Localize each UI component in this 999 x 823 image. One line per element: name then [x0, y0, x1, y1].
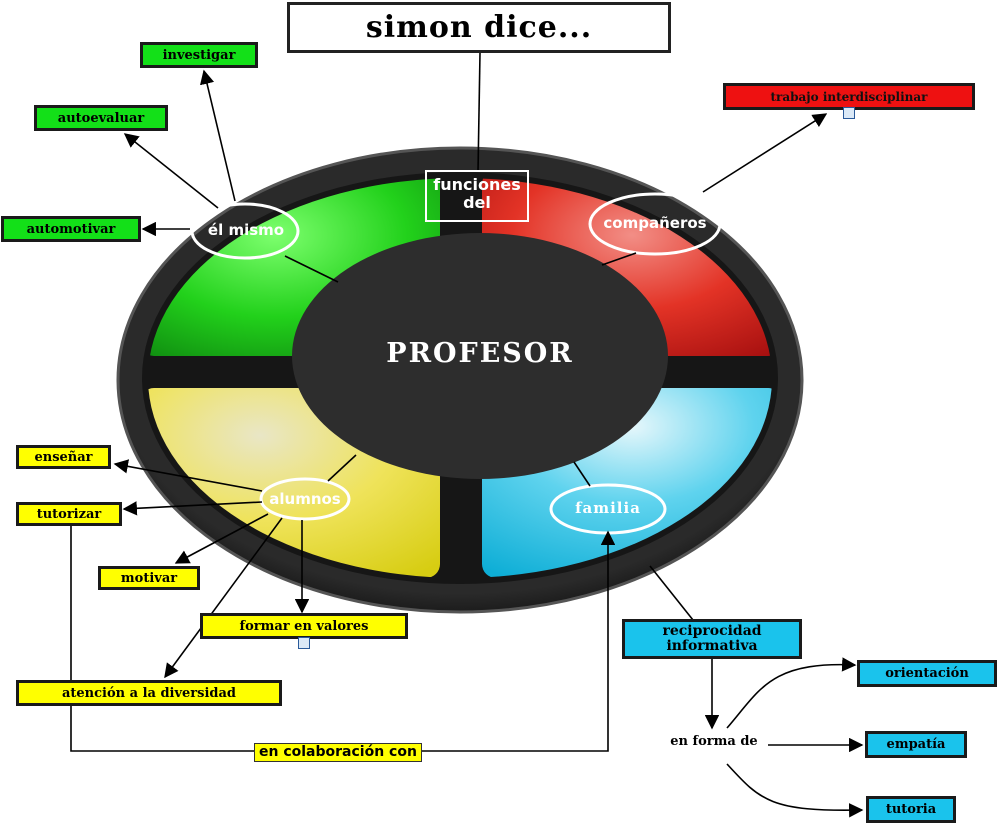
note-icon	[298, 637, 310, 649]
arrow-autoevaluar	[123, 133, 219, 209]
functions-line-1: funciones	[433, 175, 521, 194]
arrow-ensenar	[113, 459, 263, 492]
box-tutoria: tutoria	[866, 796, 956, 823]
box-automotivar: automotivar	[1, 216, 141, 242]
title-text: simon dice...	[365, 10, 593, 45]
image-placeholder-icon	[843, 107, 855, 119]
rim-highlight	[116, 146, 804, 614]
arrow-investigar	[200, 69, 236, 202]
box-reciprocidad-informativa: reciprocidad informativa	[622, 619, 802, 659]
label-students: alumnos	[269, 490, 341, 508]
functions-line-2: del	[463, 193, 491, 213]
arrow-trabajo	[702, 113, 828, 193]
box-investigar: investigar	[140, 42, 258, 68]
arrow-tutoria	[726, 763, 864, 818]
connector-en-forma-de: en forma de	[670, 734, 758, 749]
box-orientacion: orientación	[857, 660, 997, 687]
box-autoevaluar: autoevaluar	[34, 105, 168, 131]
box-trabajo-interdisciplinar: trabajo interdisciplinar	[723, 83, 975, 110]
label-family: familia	[575, 499, 641, 517]
box-formar-en-valores: formar en valores	[200, 613, 408, 639]
family-connector	[573, 461, 591, 487]
center-label: PROFESOR	[386, 338, 574, 369]
title-box: simon dice...	[287, 2, 671, 53]
students-connector	[327, 454, 357, 482]
box-motivar: motivar	[98, 566, 200, 590]
peers-connector	[601, 252, 637, 266]
box-tutorizar: tutorizar	[16, 502, 122, 526]
arrow-motivar	[174, 513, 269, 564]
ring-peers	[588, 192, 722, 256]
self-connector	[284, 255, 339, 283]
center-disc	[292, 233, 668, 479]
collaboration-label: en colaboración con	[254, 743, 422, 762]
functions-box: funciones del	[425, 170, 529, 222]
ring-self	[190, 202, 300, 260]
label-peers: compañeros	[603, 214, 707, 232]
title-connector	[477, 52, 481, 173]
label-self: él mismo	[207, 221, 285, 239]
arrow-orientacion	[726, 657, 857, 729]
box-empatia: empatía	[865, 731, 967, 758]
box-atencion-diversidad: atención a la diversidad	[16, 680, 282, 706]
box-ensenar: enseñar	[16, 445, 111, 469]
ring-students	[259, 477, 351, 521]
arrow-atencion	[164, 517, 283, 679]
family-to-reciprocity	[649, 565, 694, 621]
arrow-tutorizar	[122, 501, 263, 516]
